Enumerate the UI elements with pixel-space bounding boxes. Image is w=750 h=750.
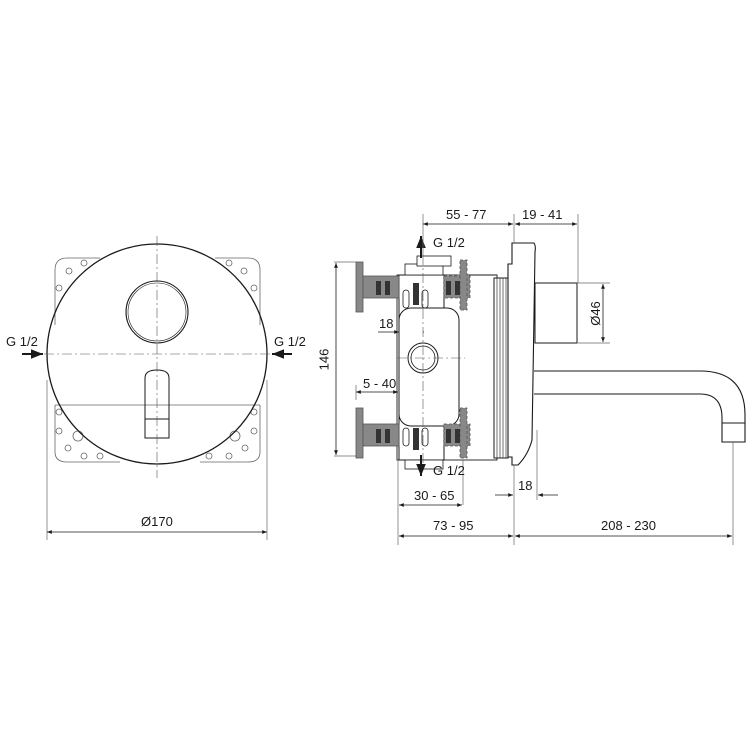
isolation-valve-bottom — [355, 407, 471, 459]
dim-diameter-46: Ø46 — [587, 301, 603, 326]
dim-18-top: 18 — [379, 316, 394, 331]
diameter-170-label: Ø170 — [141, 514, 173, 529]
isolation-valve-top — [355, 259, 471, 313]
dim-5-40: 5 - 40 — [363, 376, 397, 391]
dim-30-65: 30 - 65 — [414, 488, 455, 503]
inlet-right-label: G 1/2 — [274, 334, 306, 349]
outlet-top-label: G 1/2 — [433, 235, 465, 250]
dim-19-41: 19 - 41 — [522, 207, 563, 222]
cover-plate-profile — [507, 242, 536, 466]
mounting-holes — [55, 259, 258, 460]
sensor-housing — [534, 282, 578, 344]
valve-body — [398, 307, 460, 427]
dim-55-77: 55 - 77 — [446, 207, 487, 222]
dim-146: 146 — [316, 348, 332, 371]
side-view — [334, 214, 746, 545]
dim-208-230: 208 - 230 — [601, 518, 656, 533]
inlet-left-label: G 1/2 — [6, 334, 38, 349]
dim-18-bottom: 18 — [518, 478, 533, 493]
outlet-bottom-label: G 1/2 — [433, 463, 465, 478]
dim-73-95: 73 - 95 — [433, 518, 474, 533]
spout-side — [534, 370, 746, 443]
front-view — [22, 236, 292, 540]
